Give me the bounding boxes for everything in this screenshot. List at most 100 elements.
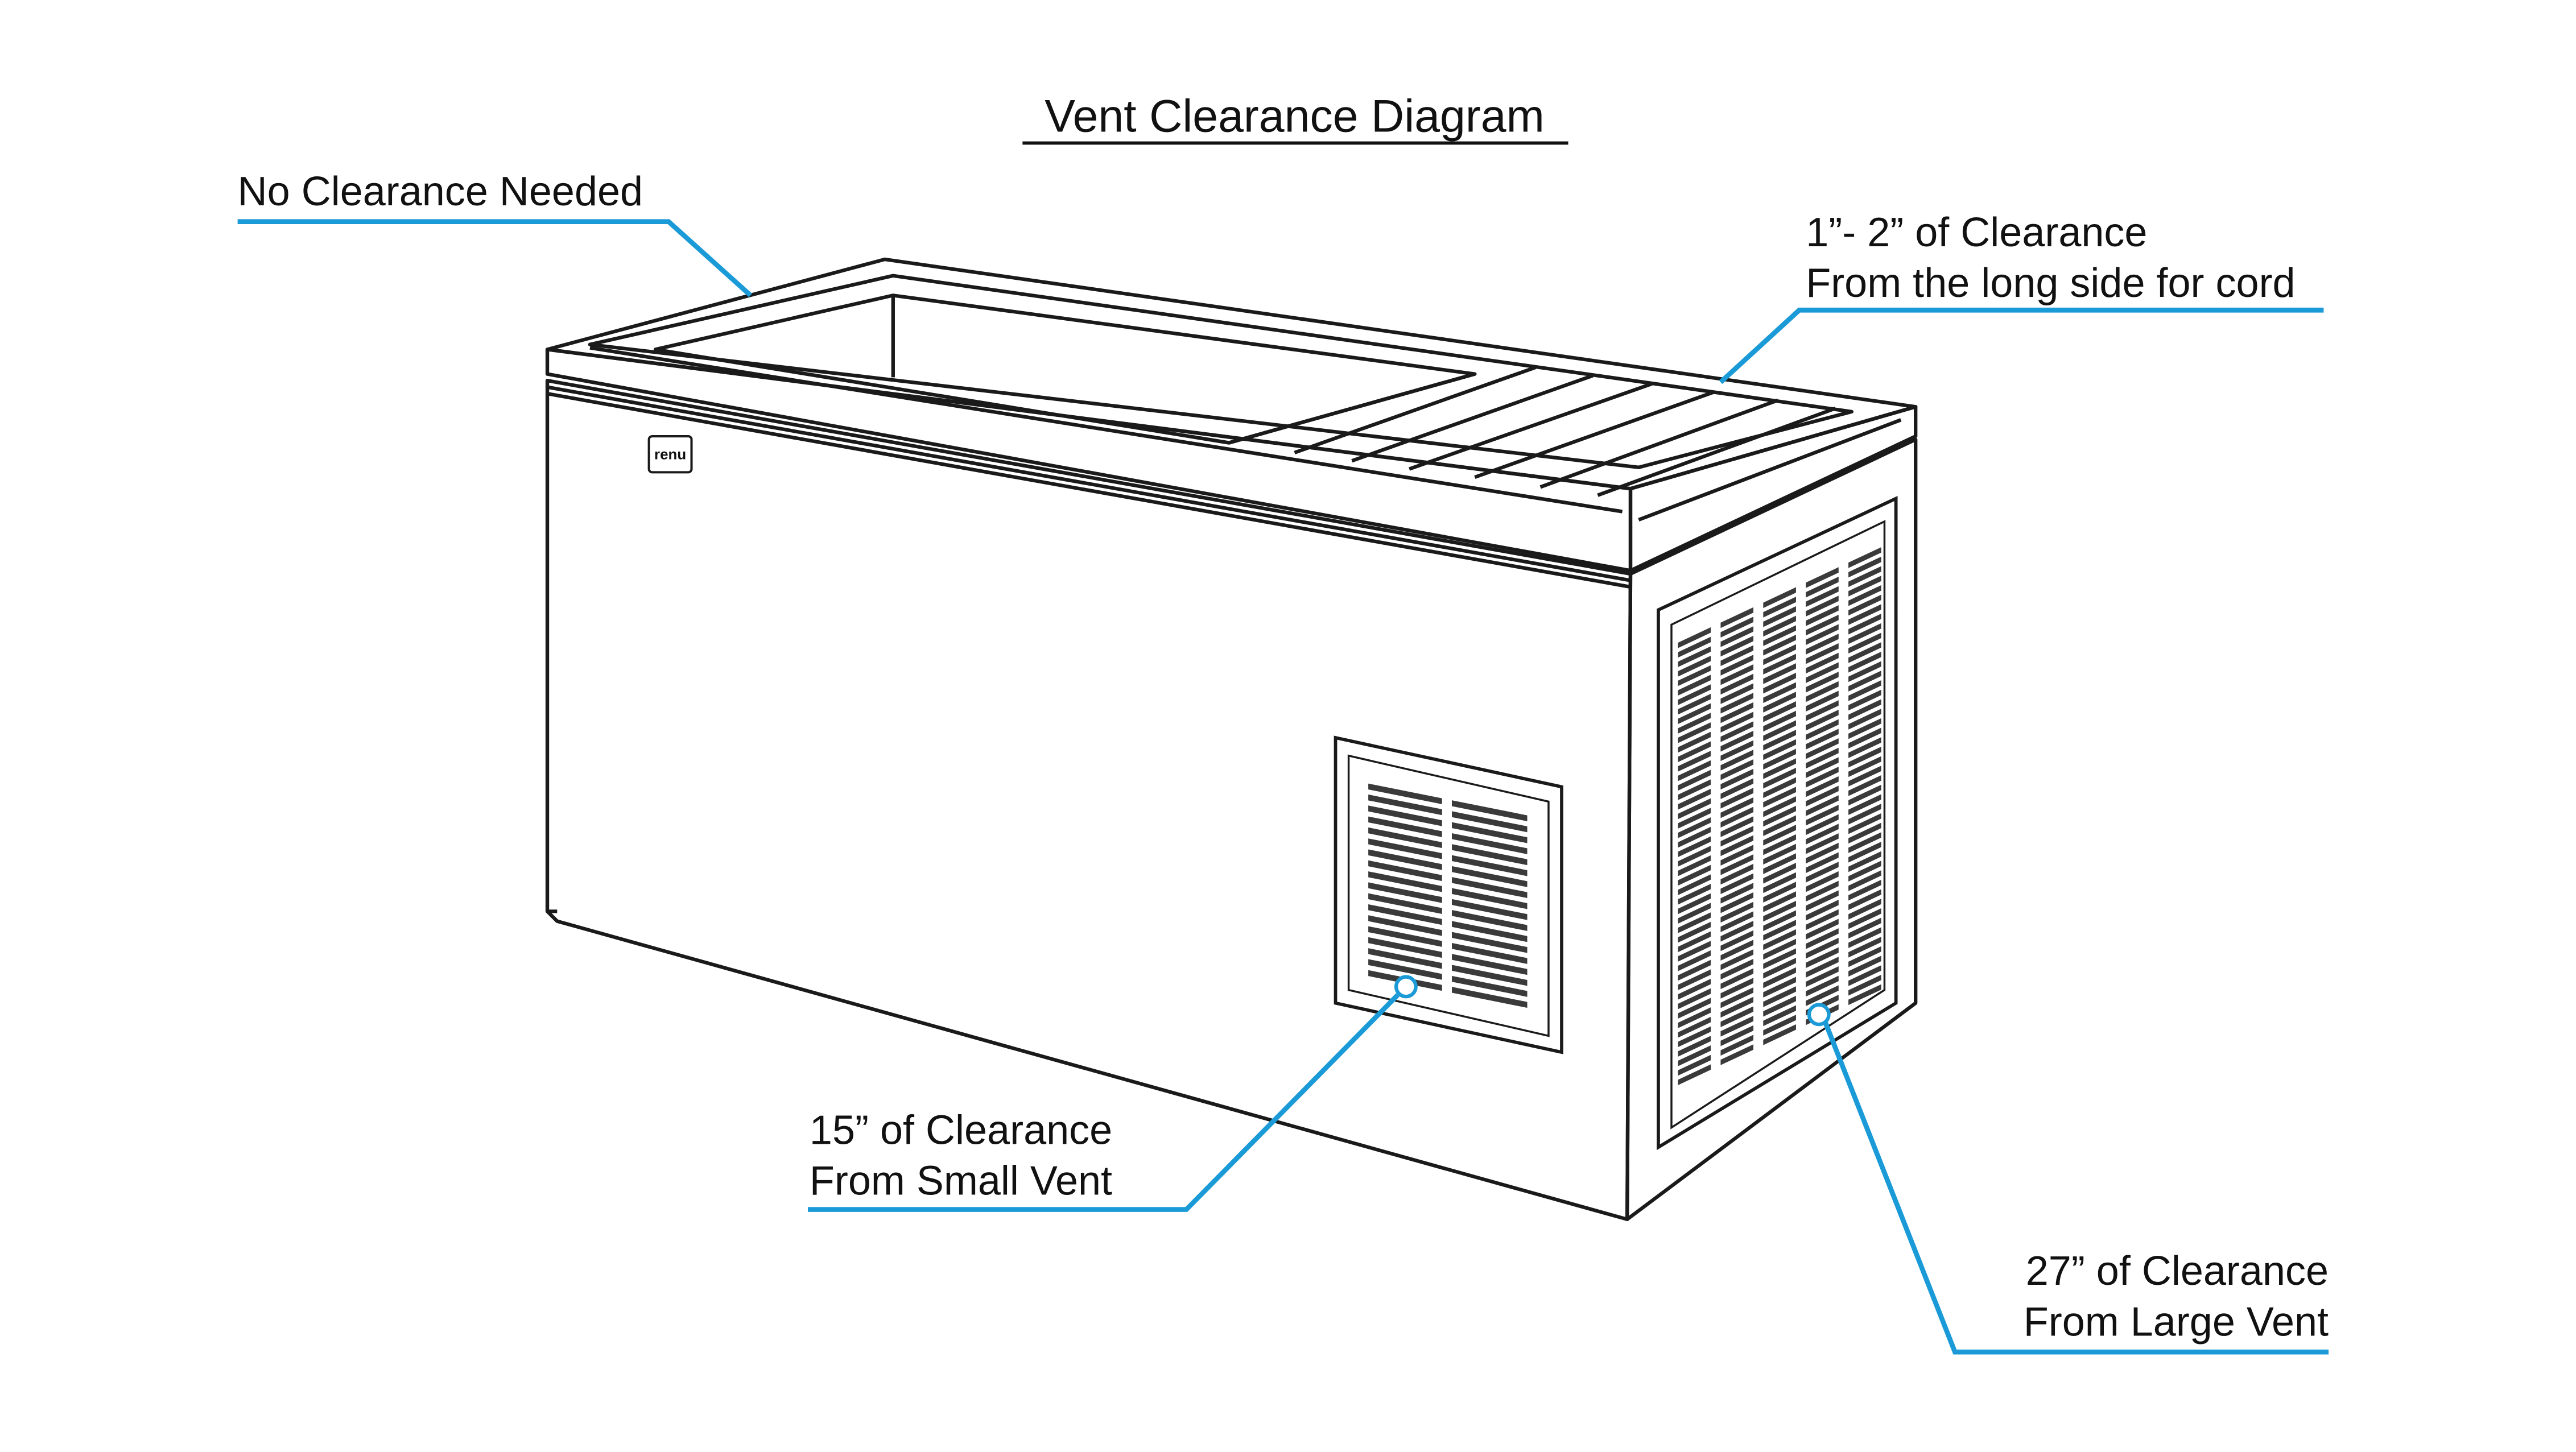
vent-slat xyxy=(1806,842,1839,864)
vent-slat xyxy=(1763,787,1796,808)
vent-slat xyxy=(1720,958,1754,980)
vent-slat xyxy=(1452,888,1528,909)
vent-slat xyxy=(1806,909,1839,930)
vent-slat xyxy=(1806,804,1839,826)
vent-slat xyxy=(1806,928,1839,949)
brand-logo-text: renu xyxy=(654,446,686,462)
vent-slat xyxy=(1678,979,1711,1000)
vent-slat xyxy=(1678,931,1711,953)
vent-slat xyxy=(1848,946,1881,967)
vent-slat xyxy=(1763,948,1796,969)
vent-slat xyxy=(1720,626,1754,647)
lid-front-face xyxy=(545,348,1633,573)
vent-slat xyxy=(1720,825,1754,847)
vent-slat xyxy=(1763,730,1796,751)
vent-slat xyxy=(1763,1015,1796,1036)
vent-slat xyxy=(1763,920,1796,941)
vent-slat xyxy=(1720,664,1754,685)
lid-slat xyxy=(1228,372,1476,445)
vent-slat xyxy=(1763,758,1796,779)
vent-slat xyxy=(1806,785,1839,807)
vent-slat xyxy=(1848,832,1881,853)
vent-slat xyxy=(1678,941,1711,962)
vent-slat xyxy=(1678,893,1711,915)
vent-slat xyxy=(1678,1036,1711,1057)
vent-slat xyxy=(1368,871,1442,892)
lid-slat xyxy=(1539,398,1779,489)
large-vent-frame xyxy=(1657,495,1898,1151)
vent-slat xyxy=(1848,576,1881,597)
large-vent-inner-frame xyxy=(1670,520,1886,1130)
vent-slat xyxy=(1720,1044,1754,1065)
vent-slat xyxy=(1720,901,1754,923)
vent-slat xyxy=(1848,804,1881,825)
vent-slat xyxy=(1368,816,1442,837)
vent-slat xyxy=(1848,566,1881,588)
vent-slat xyxy=(1720,778,1754,800)
vent-slat xyxy=(1806,681,1839,702)
vent-slat xyxy=(1848,709,1881,730)
vent-slat xyxy=(1720,1025,1754,1046)
vent-slat xyxy=(1678,1045,1711,1066)
vent-slat xyxy=(1763,625,1796,646)
vent-slat xyxy=(1806,577,1839,598)
vent-slat xyxy=(1806,814,1839,835)
vent-slat xyxy=(1806,586,1839,607)
vent-slat xyxy=(1806,729,1839,750)
vent-slat xyxy=(1720,873,1754,895)
vent-slat xyxy=(1678,779,1711,800)
vent-slat xyxy=(1806,880,1839,902)
vent-slat xyxy=(1848,842,1881,863)
leader-line-small-vent xyxy=(808,993,1400,1212)
vent-slat xyxy=(1763,653,1796,675)
vent-slat xyxy=(1806,567,1839,588)
vent-slat xyxy=(1368,783,1442,804)
vent-slat xyxy=(1678,703,1711,725)
vent-slat xyxy=(1763,587,1796,609)
vent-slat xyxy=(1763,692,1796,713)
body-front-face xyxy=(545,378,1633,1222)
vent-slat xyxy=(1678,883,1711,905)
vent-slat xyxy=(1763,720,1796,741)
vent-slat xyxy=(1763,900,1796,922)
vent-slat xyxy=(1720,673,1754,695)
vent-slat xyxy=(1452,844,1528,866)
vent-slat xyxy=(1763,910,1796,932)
vent-slat xyxy=(1452,942,1528,964)
vent-slat xyxy=(1848,623,1881,644)
callout-small-vent-line1: 15” of Clearance xyxy=(810,1107,1112,1153)
vent-slat xyxy=(1678,846,1711,867)
vent-slat xyxy=(1720,921,1754,942)
vent-slat xyxy=(1806,662,1839,683)
vent-slat xyxy=(1720,911,1754,932)
vent-slat xyxy=(1806,985,1839,1006)
vent-slat xyxy=(1848,899,1881,920)
vent-slat xyxy=(1763,635,1796,656)
vent-slat xyxy=(1763,1024,1796,1045)
vent-slat xyxy=(1678,1054,1711,1076)
vent-slat xyxy=(1806,643,1839,664)
vent-slat xyxy=(1806,937,1839,959)
large-vent xyxy=(1657,495,1898,1151)
vent-slat xyxy=(1720,806,1754,828)
large-vent-marker xyxy=(1807,1003,1831,1027)
vent-slat xyxy=(1848,775,1881,796)
vent-slat xyxy=(1368,959,1442,980)
vent-slat xyxy=(1678,912,1711,933)
vent-slat xyxy=(1452,975,1528,997)
callout-back-line2: From the long side for cord xyxy=(1806,260,2295,306)
vent-slat xyxy=(1806,634,1839,655)
vent-slat xyxy=(1848,965,1881,986)
vent-slat xyxy=(1452,899,1528,920)
leader-line-back xyxy=(1719,307,2324,384)
vent-slat xyxy=(1720,996,1754,1018)
vent-slat xyxy=(1368,860,1442,882)
vent-slat xyxy=(1848,671,1881,692)
vent-slat xyxy=(1720,1035,1754,1056)
vent-slat xyxy=(1720,949,1754,970)
vent-slat xyxy=(1848,661,1881,682)
vent-slat xyxy=(1678,731,1711,753)
vent-slat xyxy=(1806,862,1839,883)
vent-slat xyxy=(1806,624,1839,646)
vent-slat xyxy=(1678,988,1711,1010)
